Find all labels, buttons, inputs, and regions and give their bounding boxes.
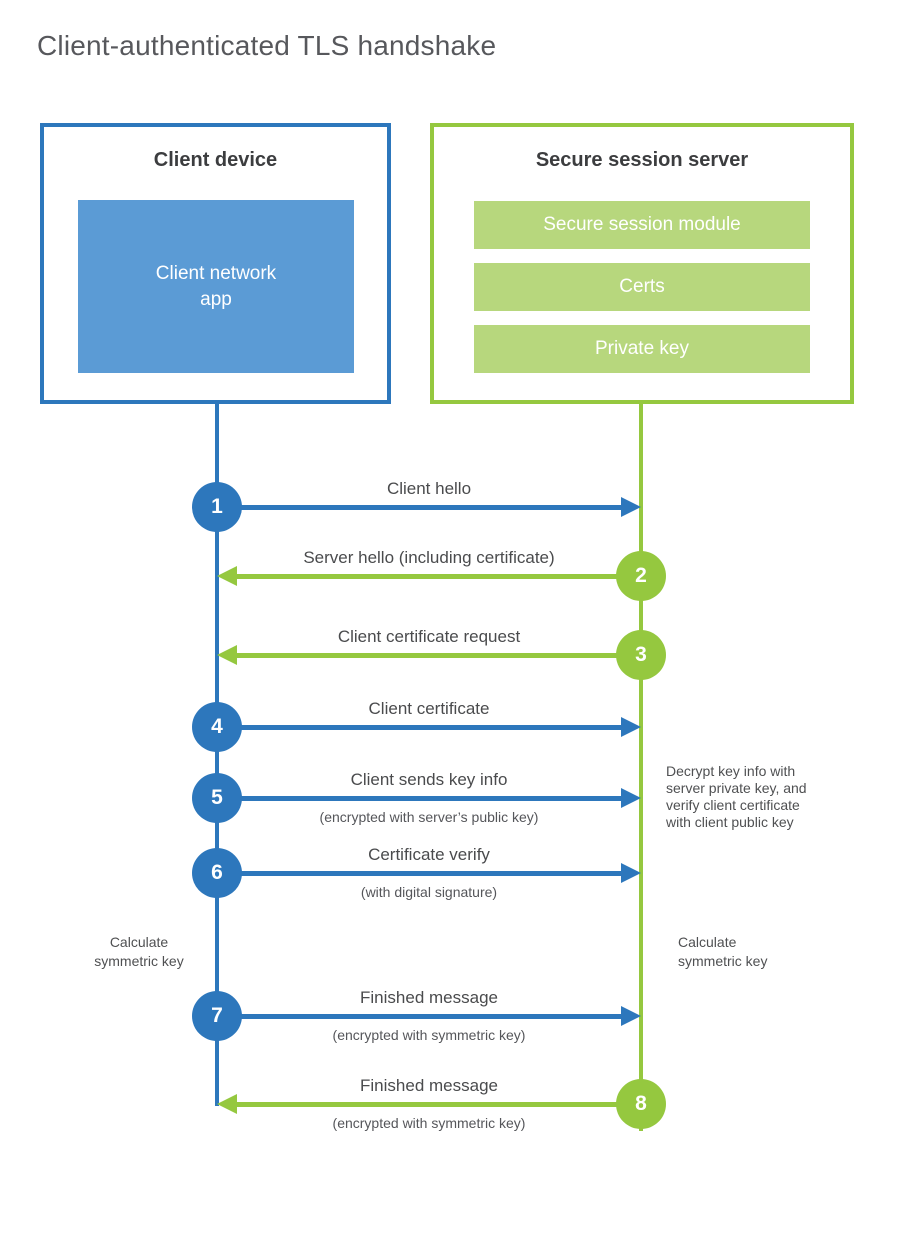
server-module-bar: Secure session module bbox=[474, 201, 810, 249]
step-2-arrow bbox=[237, 574, 641, 579]
step-6-arrow bbox=[217, 871, 621, 876]
step-7-label: Finished message bbox=[360, 988, 498, 1007]
step-1-circle: 1 bbox=[192, 482, 242, 532]
client-lifeline bbox=[215, 404, 219, 1106]
step-1-label: Client hello bbox=[386, 479, 472, 498]
step-2-arrowhead-icon bbox=[217, 566, 237, 586]
client-device-box: Client device Client network app bbox=[40, 123, 391, 404]
step-8-circle: 8 bbox=[616, 1079, 666, 1129]
calc-symmetric-key-note-right: Calculate symmetric key bbox=[678, 934, 768, 969]
page-title: Client-authenticated TLS handshake bbox=[37, 30, 497, 61]
step-7-circle: 7 bbox=[192, 991, 242, 1041]
client-network-app-label: Client network app bbox=[155, 262, 277, 310]
step-5-arrow bbox=[217, 796, 621, 801]
step-8-label: Finished message bbox=[360, 1076, 498, 1095]
step-8-sublabel: (encrypted with symmetric key) bbox=[332, 1115, 526, 1131]
step-5-sublabel: (encrypted with server’s public key) bbox=[319, 809, 539, 825]
decrypt-note: Decrypt key info with server private key… bbox=[666, 763, 807, 830]
step-6-label: Certificate verify bbox=[368, 845, 490, 864]
step-8-arrowhead-icon bbox=[217, 1094, 237, 1114]
step-1-arrowhead-icon bbox=[621, 497, 641, 517]
step-4-arrowhead-icon bbox=[621, 717, 641, 737]
step-1-arrow bbox=[217, 505, 621, 510]
step-3-arrow bbox=[237, 653, 641, 658]
server-module-bar: Private key bbox=[474, 325, 810, 373]
step-7-arrow bbox=[217, 1014, 621, 1019]
step-6-arrowhead-icon bbox=[621, 863, 641, 883]
server-lifeline bbox=[639, 404, 643, 1131]
step-7-arrowhead-icon bbox=[621, 1006, 641, 1026]
step-4-circle: 4 bbox=[192, 702, 242, 752]
server-box: Secure session server Secure session mod… bbox=[430, 123, 854, 404]
step-3-circle: 3 bbox=[616, 630, 666, 680]
step-3-arrowhead-icon bbox=[217, 645, 237, 665]
step-5-arrowhead-icon bbox=[621, 788, 641, 808]
step-7-sublabel: (encrypted with symmetric key) bbox=[332, 1027, 526, 1043]
step-8-arrow bbox=[237, 1102, 641, 1107]
server-module-bar: Certs bbox=[474, 263, 810, 311]
client-device-title: Client device bbox=[153, 149, 278, 171]
step-2-label: Server hello (including certificate) bbox=[303, 548, 555, 567]
step-4-label: Client certificate bbox=[368, 699, 490, 718]
step-5-label: Client sends key info bbox=[350, 770, 508, 789]
calc-symmetric-key-note-left: Calculate symmetric key bbox=[94, 934, 184, 969]
server-title: Secure session server bbox=[535, 149, 749, 171]
step-5-circle: 5 bbox=[192, 773, 242, 823]
step-6-circle: 6 bbox=[192, 848, 242, 898]
client-network-app-box: Client network app bbox=[78, 200, 354, 373]
step-6-sublabel: (with digital signature) bbox=[360, 884, 498, 900]
step-2-circle: 2 bbox=[616, 551, 666, 601]
step-4-arrow bbox=[217, 725, 621, 730]
step-3-label: Client certificate request bbox=[337, 627, 521, 646]
